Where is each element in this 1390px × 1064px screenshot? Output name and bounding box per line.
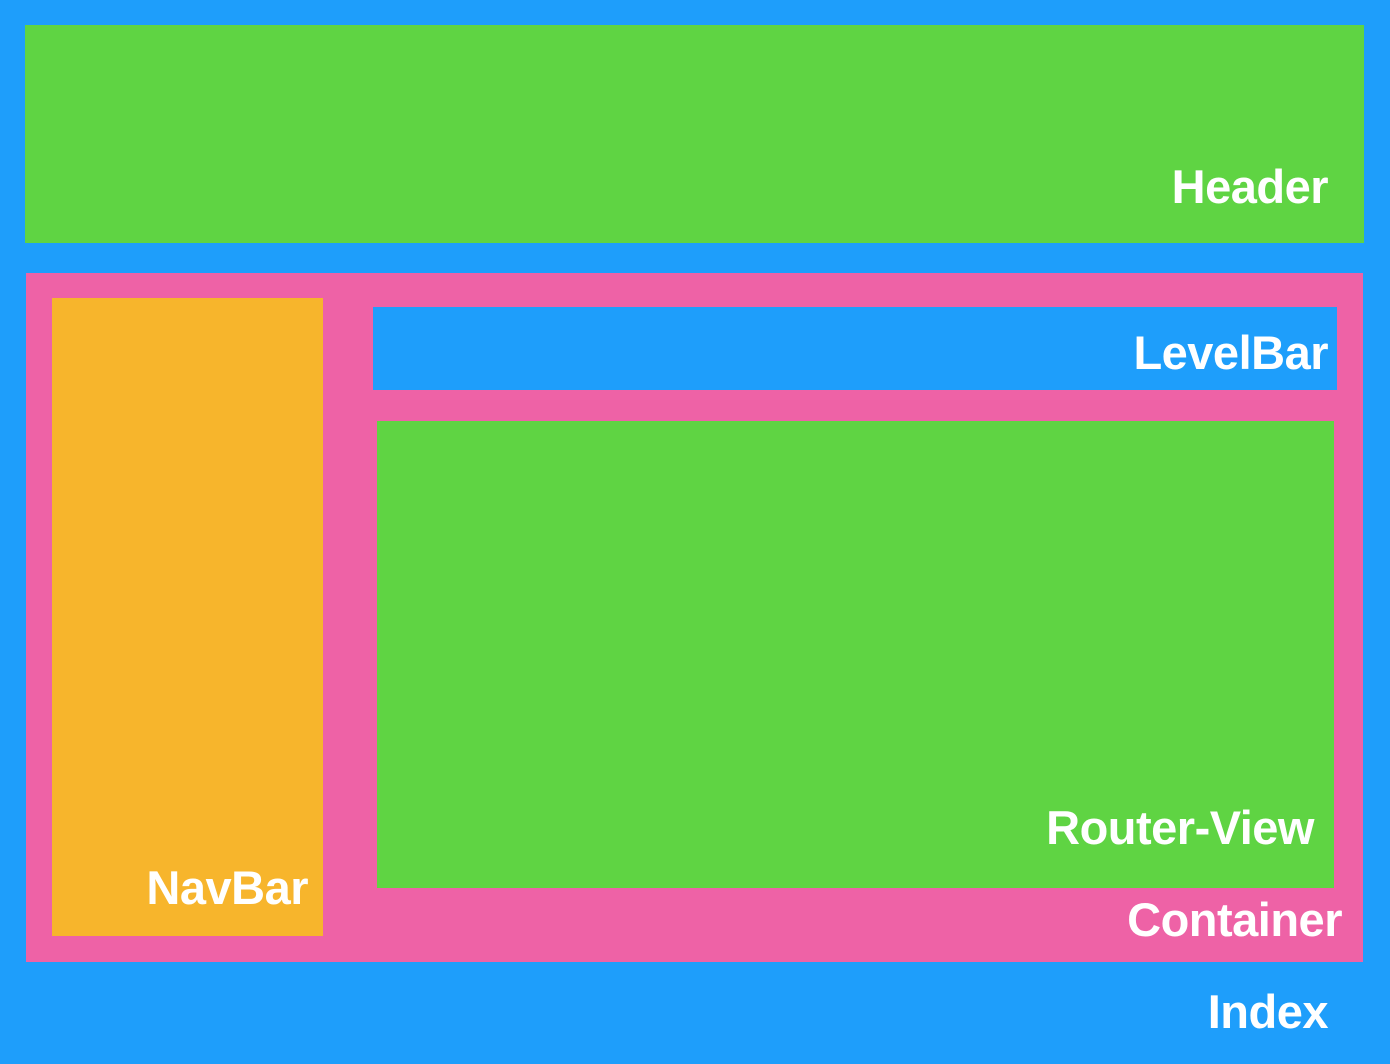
region-navbar-label: NavBar	[146, 861, 308, 914]
region-container-label: Container	[1127, 893, 1342, 946]
region-levelbar: LevelBar	[373, 307, 1337, 390]
region-router-view-label: Router-View	[1046, 801, 1314, 854]
region-index-label: Index	[1207, 985, 1329, 1038]
region-header-label: Header	[1171, 160, 1329, 213]
region-navbar: NavBar	[52, 298, 323, 936]
region-levelbar-label: LevelBar	[1133, 326, 1328, 379]
region-router-view: Router-View	[377, 421, 1334, 888]
region-header: Header	[25, 25, 1364, 243]
